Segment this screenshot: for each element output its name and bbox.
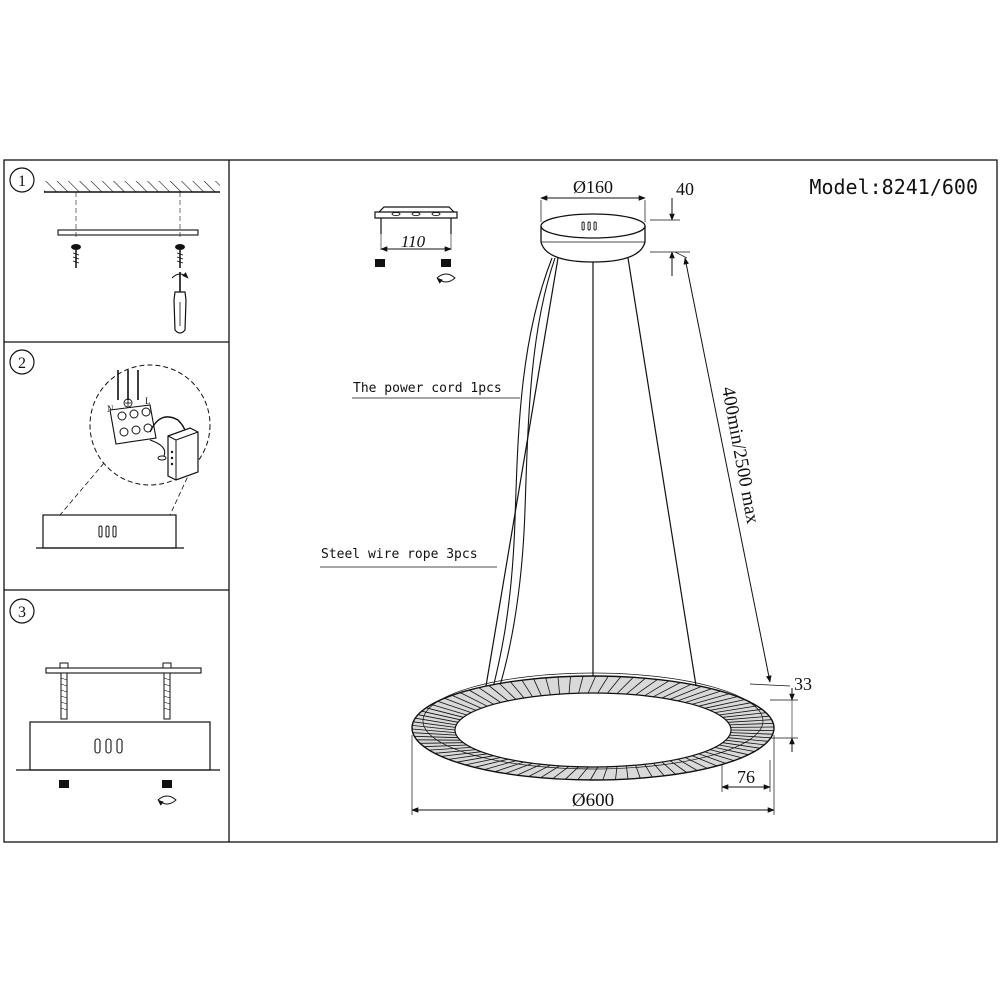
- ceiling-icon: [44, 181, 220, 193]
- canopy-diameter-label: Ø160: [573, 177, 613, 197]
- canopy-height-label: 40: [676, 179, 694, 199]
- power-cord-icon: [491, 257, 556, 693]
- steel-wire-callout: Steel wire rope 3pcs: [321, 547, 478, 562]
- canopy-side-icon: [16, 721, 220, 771]
- mounting-bar-icon: [45, 667, 202, 674]
- ring-height-label: 33: [794, 674, 812, 694]
- bracket-width-label: 110: [401, 232, 426, 251]
- step-2-panel: 2 N L: [9, 349, 211, 549]
- suspension-length-label: 400min/2500 max: [717, 385, 763, 526]
- bolt-icon: [162, 662, 172, 720]
- mounting-bracket-icon: [374, 206, 458, 284]
- step-1-badge: [9, 167, 35, 193]
- crystal-ring-icon: [411, 672, 775, 781]
- step-2-number: 2: [18, 355, 26, 372]
- step-3-panel: 3: [9, 598, 220, 806]
- step-2-badge: [9, 349, 35, 375]
- crystal-teeth: [411, 675, 775, 781]
- power-cord-callout: The power cord 1pcs: [353, 381, 502, 396]
- screwdriver-icon: [171, 272, 189, 334]
- bolt-icon: [59, 662, 69, 720]
- ring-width-label: 76: [737, 767, 755, 787]
- drawing-frame: [3, 159, 998, 843]
- ground-icon: [123, 398, 133, 408]
- nut-icon: [59, 780, 69, 788]
- wiring-detail-bubble: [89, 364, 211, 486]
- mounting-bar-icon: [57, 229, 199, 236]
- nut-icon: [162, 780, 172, 788]
- step-3-badge: [9, 598, 35, 624]
- step-3-number: 3: [18, 604, 26, 621]
- step-1-number: 1: [18, 173, 26, 190]
- canopy-icon: [540, 213, 646, 263]
- step-1-panel: 1: [9, 167, 220, 334]
- driver-box-icon: [167, 427, 199, 481]
- rotate-icon: [157, 795, 177, 806]
- screw-icon: [71, 244, 81, 268]
- canopy-side-icon: [36, 514, 184, 549]
- terminal-n-label: N: [107, 404, 114, 414]
- terminal-l-label: L: [145, 396, 151, 406]
- model-label: Model:8241/600: [809, 175, 978, 199]
- ring-diameter-label: Ø600: [572, 790, 614, 811]
- terminal-block-icon: [109, 404, 157, 445]
- screw-icon: [175, 244, 185, 268]
